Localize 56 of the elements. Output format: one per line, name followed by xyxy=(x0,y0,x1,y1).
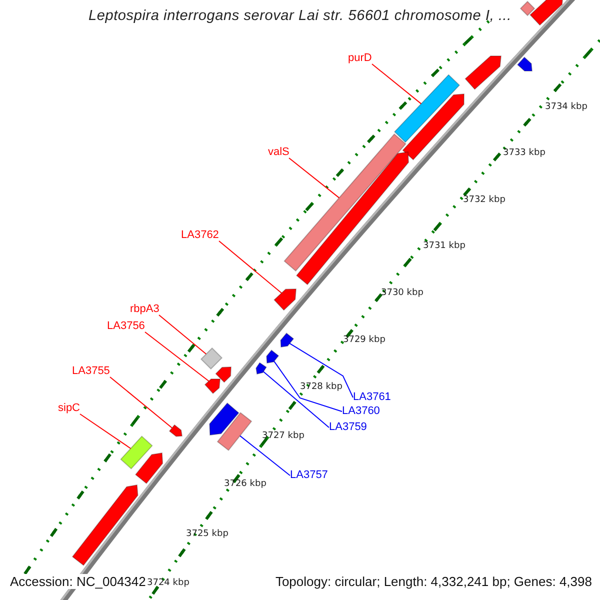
gene-feature xyxy=(168,424,183,437)
gene-feature xyxy=(134,452,164,484)
gene-feature xyxy=(120,436,153,470)
gene-feature xyxy=(520,0,536,16)
gene-label: purD xyxy=(348,52,372,65)
tick-label: 3732 kbp xyxy=(463,195,506,206)
gene-feature xyxy=(464,56,502,90)
gene-feature xyxy=(200,347,223,370)
topology-text: Topology: circular; Length: 4,332,241 bp; Genes: 4,398 xyxy=(274,574,593,589)
gene-feature xyxy=(274,288,297,311)
leader-line xyxy=(110,376,172,428)
gene-label: valS xyxy=(268,146,290,159)
tick-label: 3733 kbp xyxy=(503,148,546,159)
gene-feature xyxy=(296,151,409,286)
leader-line xyxy=(288,158,340,198)
gene-label: LA3756 xyxy=(107,320,145,333)
leader-line xyxy=(240,435,290,476)
gene-label: LA3755 xyxy=(72,365,110,378)
tick-label: 3727 kbp xyxy=(262,431,304,442)
tick-label: 3730 kbp xyxy=(381,288,424,299)
leader-line xyxy=(158,314,207,354)
gene-feature xyxy=(394,74,460,143)
gene-label: LA3762 xyxy=(181,229,219,242)
gene-feature xyxy=(402,93,464,160)
gene-label: LA3757 xyxy=(290,469,328,482)
tick-label: 3728 kbp xyxy=(300,382,342,393)
tick-label: 3734 kbp xyxy=(545,102,588,113)
gene-feature xyxy=(280,332,294,348)
leader-line xyxy=(144,332,210,382)
leader-line xyxy=(289,342,354,398)
leader-line xyxy=(80,414,132,449)
gene-feature xyxy=(72,484,138,566)
map-title: Leptospira interrogans serovar Lai str. 56601 chromosome I, ... xyxy=(88,8,512,25)
tick-label: 3729 kbp xyxy=(343,335,386,346)
gene-feature xyxy=(209,402,240,436)
leader-line xyxy=(274,360,342,412)
gene-feature xyxy=(215,366,232,383)
gene-feature xyxy=(530,0,564,26)
leader-line xyxy=(262,371,330,428)
tick-label: 3724 kbp xyxy=(147,578,190,589)
gene-label: LA3760 xyxy=(342,405,380,418)
leader-line xyxy=(372,64,422,104)
gene-label: rbpA3 xyxy=(130,303,160,316)
gene-feature xyxy=(204,378,221,394)
tick-label: 3725 kbp xyxy=(186,529,228,540)
gene-label: sipC xyxy=(58,402,80,415)
gene-feature xyxy=(216,412,252,451)
gene-label: LA3759 xyxy=(329,421,367,434)
leader-line xyxy=(218,240,282,294)
gene-feature xyxy=(516,56,533,72)
gene-feature xyxy=(256,362,267,375)
accession-text: Accession: NC_004342 xyxy=(9,574,147,589)
tick-label: 3726 kbp xyxy=(224,479,266,490)
gene-label: LA3761 xyxy=(353,391,391,404)
tick-label: 3731 kbp xyxy=(423,241,466,252)
gene-feature xyxy=(266,350,280,364)
